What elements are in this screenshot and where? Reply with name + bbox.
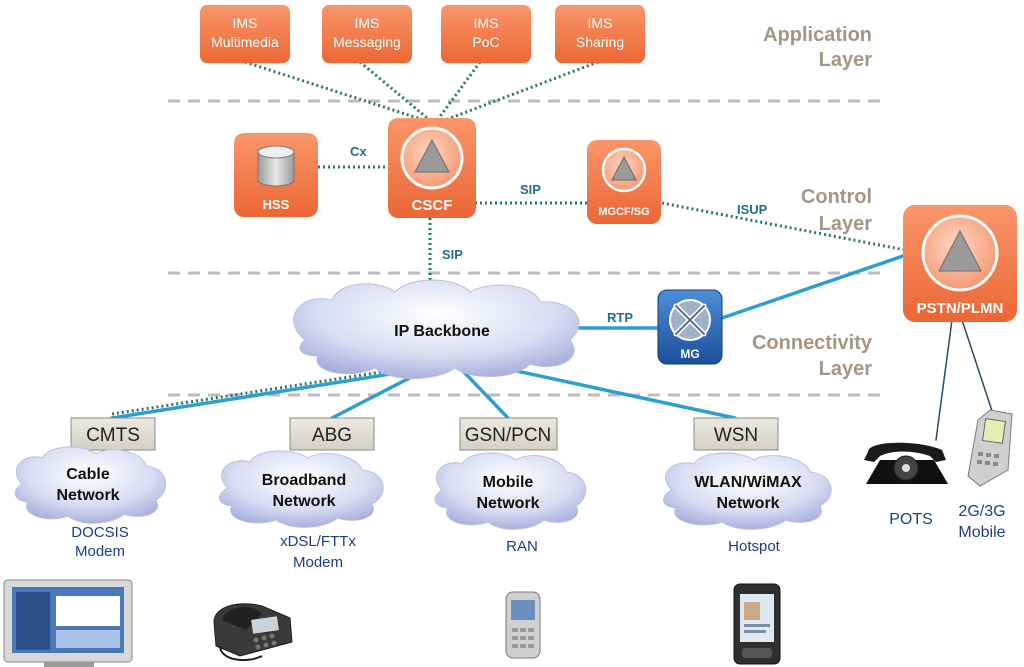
mgcf-node: MGCF/SG [587,140,661,224]
isup-link-label: ISUP [737,202,768,217]
sip-mgcf-link-label: SIP [520,182,541,197]
gateway-cmts-label: CMTS [86,425,140,446]
rtp-link-label: RTP [607,310,633,325]
app-ims-messaging-line1: IMS [355,15,380,31]
ip-backbone-label: IP Backbone [394,323,490,340]
hss-label: HSS [263,197,290,212]
app-ims-sharing-line1: IMS [588,15,613,31]
mobile-label-line2: Mobile [958,524,1005,541]
cable-network-label-line1: Cable [66,466,110,483]
cscf-node: CSCF [388,118,476,218]
app-ims-multimedia: IMS Multimedia [200,5,290,63]
app-ims-multimedia-line2: Multimedia [211,34,279,50]
cable-tech-label-line1: DOCSIS [71,524,129,541]
control-layer-label-line1: Control [801,186,872,208]
connectivity-layer-label-line2: Layer [819,358,873,380]
mg-label: MG [680,347,699,361]
wlan-wimax-network-label-line2: Network [716,495,779,512]
pstn-label: PSTN/PLMN [917,300,1004,317]
control-layer-label-line2: Layer [819,213,873,235]
mobile-label-line1: 2G/3G [958,503,1005,520]
cx-link-label: Cx [350,144,367,159]
gateway-cmts: CMTS [70,417,156,451]
pstn-node: PSTN/PLMN [903,205,1017,322]
application-layer-label-line2: Layer [819,49,873,71]
app-ims-poc: IMS PoC [441,5,531,63]
broadband-network-cloud: Broadband Network [219,450,384,528]
app-ims-sharing-line2: Sharing [576,34,624,50]
sip-backbone-link-label: SIP [442,247,463,262]
rotary-phone-icon [864,442,948,484]
pda-phone-icon [733,583,781,665]
app-ims-messaging: IMS Messaging [322,5,412,63]
cscf-server-icon [400,126,464,190]
mgcf-label: MGCF/SG [598,206,649,218]
smartphone-icon [505,591,541,659]
cable-network-label-line2: Network [56,487,119,504]
hss-node: HSS [234,133,318,217]
connectivity-layer-label-line1: Connectivity [752,332,873,354]
pstn-server-icon [921,214,999,292]
pots-label: POTS [889,511,933,528]
mgcf-server-icon [601,147,647,193]
mg-node: MG [657,289,723,365]
app-ims-messaging-line2: Messaging [333,34,401,50]
mobile-phone-icon [967,409,1013,487]
wlan-wimax-network-label-line1: WLAN/WiMAX [694,474,802,491]
app-ims-sharing: IMS Sharing [555,5,645,63]
gateway-abg: ABG [289,417,375,451]
mobile-network-cloud: Mobile Network [434,452,587,530]
gateway-abg-label: ABG [312,425,352,446]
application-layer-label-line1: Application [763,24,872,46]
mobile-network-label-line2: Network [476,495,539,512]
app-ims-poc-line2: PoC [472,34,499,50]
cscf-label: CSCF [412,197,453,214]
gateway-wsn: WSN [693,417,779,451]
broadband-tech-label-line1: xDSL/FTTx [280,533,356,550]
app-ims-multimedia-line1: IMS [233,15,258,31]
media-gateway-icon [669,299,711,341]
tv-screen-icon [3,579,133,667]
broadband-network-label-line2: Network [272,493,335,510]
database-icon [257,145,295,187]
desk-phone-icon [213,603,293,662]
mobile-network-label-line1: Mobile [483,474,534,491]
cable-network-cloud: Cable Network [14,446,167,524]
wlan-tech-label: Hotspot [728,538,781,555]
gateway-wsn-label: WSN [714,425,758,446]
app-ims-poc-line1: IMS [474,15,499,31]
app-to-cscf-links [111,60,906,416]
ip-backbone-cloud: IP Backbone [293,279,580,379]
broadband-tech-label-line2: Modem [293,554,343,571]
gateway-gsn-pcn: GSN/PCN [459,417,558,451]
cable-tech-label-line2: Modem [75,543,125,560]
mobile-tech-label: RAN [506,538,538,555]
gateway-gsn-pcn-label: GSN/PCN [465,425,552,446]
wlan-wimax-network-cloud: WLAN/WiMAX Network [663,452,832,530]
broadband-network-label-line1: Broadband [262,472,346,489]
